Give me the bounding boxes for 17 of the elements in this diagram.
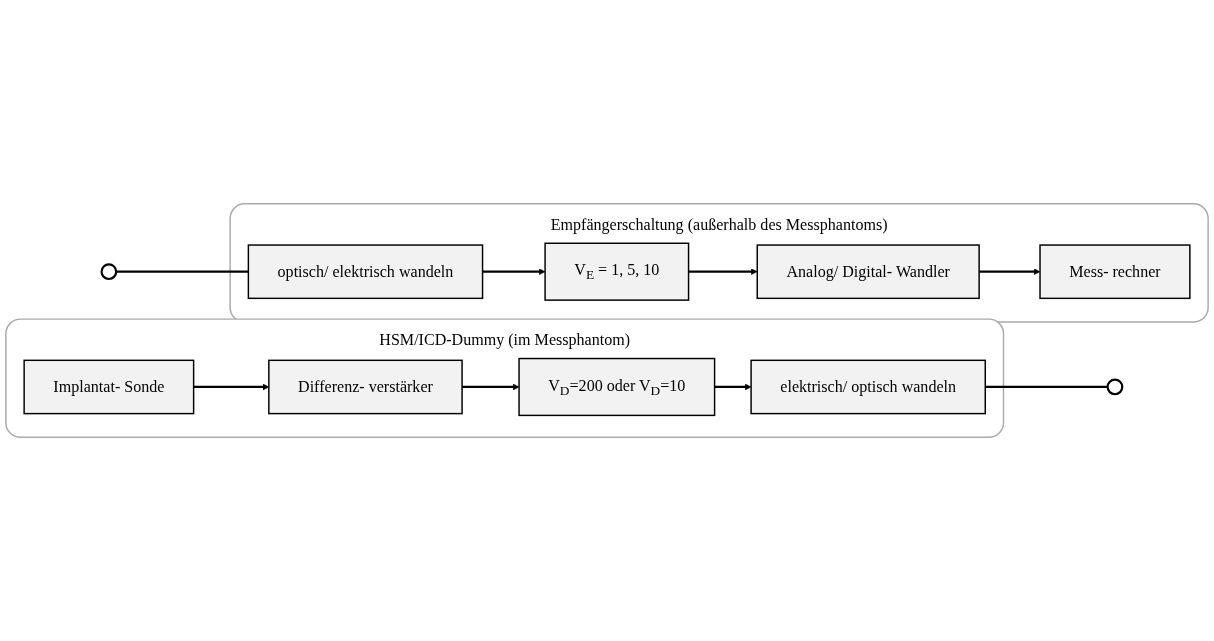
arrow (482, 268, 546, 275)
arrow (714, 383, 752, 391)
connector (116, 270, 249, 273)
node-box: V$_{D}$=200 oder V$_{D}$=10 (518, 357, 716, 417)
node-box: Implantat- Sonde (23, 359, 195, 415)
node-box: Mess- rechner (1039, 244, 1191, 299)
node-circle (1106, 378, 1124, 396)
arrow (979, 268, 1041, 275)
connector (985, 385, 1108, 388)
node-circle (100, 263, 118, 280)
arrow (462, 383, 520, 391)
node-box: Analog/ Digital- Wandler (756, 244, 980, 299)
node-box: optisch/ elektrisch wandeln (247, 244, 484, 299)
node-box: V$_{E}$ = 1, 5, 10 (544, 242, 690, 301)
arrow (688, 268, 758, 275)
node-box: Differenz- verstärker (268, 359, 463, 415)
node-box: elektrisch/ optisch wandeln (750, 359, 986, 415)
